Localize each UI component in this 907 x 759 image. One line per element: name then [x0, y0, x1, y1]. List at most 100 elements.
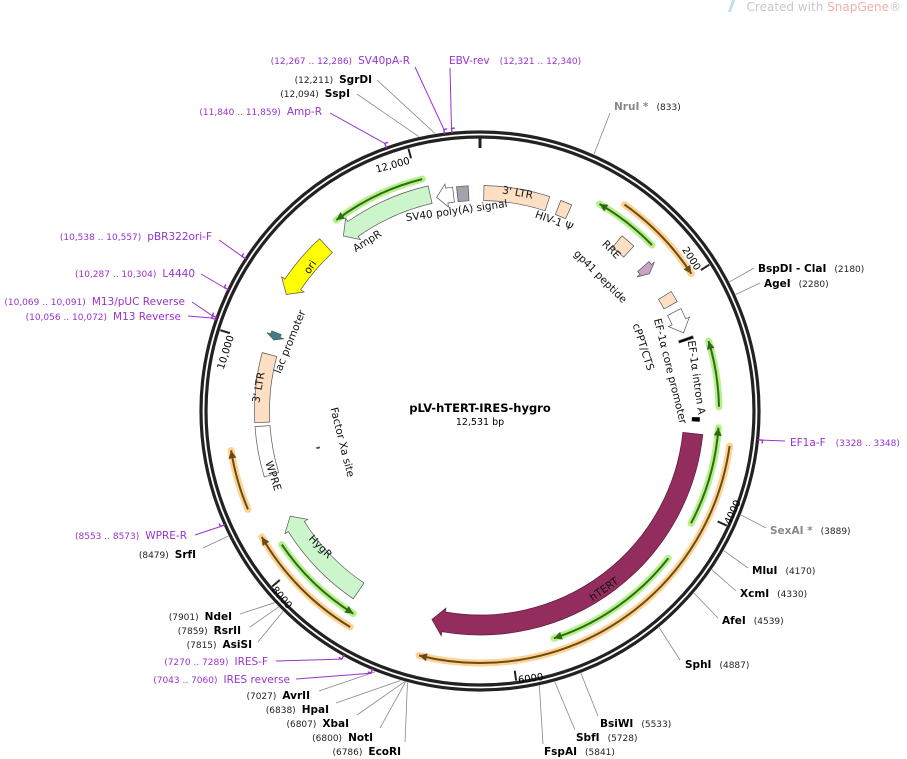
primer[interactable]: (8553 .. 8573)WPRE-R: [75, 523, 226, 542]
feature-factor-xa-site[interactable]: [316, 446, 321, 450]
restriction-site[interactable]: (7901)NdeI: [169, 602, 275, 623]
primer-label[interactable]: (10,538 .. 10,557)pBR322ori-F: [60, 231, 212, 243]
restriction-site[interactable]: SbfI(5728): [554, 681, 638, 744]
feature-hygr[interactable]: [284, 515, 365, 600]
site-label[interactable]: SexAI *(3889): [770, 525, 851, 537]
restriction-site[interactable]: (6838)HpaI: [266, 680, 401, 716]
site-label[interactable]: (7901)NdeI: [169, 611, 232, 623]
site-label[interactable]: SbfI(5728): [576, 732, 638, 744]
site-name: NruI *: [614, 101, 649, 113]
primer-label[interactable]: (11,840 .. 11,859)Amp-R: [199, 106, 322, 118]
site-label[interactable]: (7859)RsrII: [178, 625, 241, 637]
primer[interactable]: EF1a-F(3328 .. 3348): [757, 437, 900, 449]
primer-label[interactable]: EF1a-F(3328 .. 3348): [790, 437, 900, 449]
feature-rre[interactable]: [612, 235, 635, 258]
restriction-site[interactable]: (12,094)SspI: [280, 88, 420, 138]
orf-green[interactable]: [596, 200, 656, 249]
site-label[interactable]: AgeI(2280): [764, 278, 829, 290]
primer[interactable]: (7043 .. 7060)IRES reverse: [153, 668, 374, 686]
site-position: (7859): [178, 627, 208, 637]
orf-green[interactable]: [687, 424, 722, 527]
primer-label[interactable]: EBV-rev(12,321 .. 12,340): [449, 55, 581, 67]
primer[interactable]: (10,287 .. 10,304)L4440: [75, 268, 230, 291]
feature-sv40-poly-a-signal[interactable]: [436, 183, 455, 208]
primer[interactable]: (7270 .. 7289)IRES-F: [164, 654, 345, 668]
restriction-site[interactable]: MluI(4170): [723, 550, 816, 577]
feature-hiv-1[interactable]: [554, 200, 573, 220]
feature-ori[interactable]: [281, 238, 333, 295]
site-label[interactable]: (6786)EcoRI: [332, 746, 401, 758]
site-label[interactable]: SphI(4887): [685, 659, 749, 671]
site-label[interactable]: (6838)HpaI: [266, 704, 329, 716]
site-label[interactable]: (7815)AsiSI: [187, 639, 252, 651]
restriction-site[interactable]: AfeI(4539): [693, 592, 784, 627]
restriction-site[interactable]: (6800)NotI: [312, 681, 406, 744]
orf-green[interactable]: [705, 337, 723, 411]
primer[interactable]: (12,267 .. 12,286)SV40pA-R: [271, 55, 448, 135]
primer-label[interactable]: (10,056 .. 10,072)M13 Reverse: [26, 311, 181, 323]
feature-htert[interactable]: [431, 432, 704, 637]
restriction-site[interactable]: FspAI(5841): [538, 685, 615, 758]
primer-leader-line: [414, 66, 445, 130]
site-label[interactable]: (12,094)SspI: [280, 88, 350, 100]
restriction-site[interactable]: (7027)AvrII: [246, 671, 376, 702]
site-label[interactable]: MluI(4170): [752, 565, 815, 577]
primer-label[interactable]: (7043 .. 7060)IRES reverse: [153, 674, 290, 686]
primer-range: (10,056 .. 10,072): [26, 313, 107, 323]
feature-ampr[interactable]: [343, 185, 433, 241]
restriction-site[interactable]: SexAI *(3889): [740, 514, 851, 537]
primer[interactable]: EBV-rev(12,321 .. 12,340): [449, 55, 581, 134]
site-label[interactable]: (6800)NotI: [312, 732, 373, 744]
primer[interactable]: (10,538 .. 10,557)pBR322ori-F: [60, 231, 247, 260]
site-label[interactable]: NruI *(833): [614, 101, 681, 113]
feature-gp41-peptide[interactable]: [636, 261, 655, 278]
primer-label[interactable]: (10,069 .. 10,091)M13/pUC Reverse: [4, 296, 185, 308]
orf-line: [553, 557, 670, 640]
primer-label[interactable]: (8553 .. 8573)WPRE-R: [75, 530, 187, 542]
feature-ef-1-intron-a[interactable]: [678, 335, 694, 344]
primer-leader-line: [449, 67, 452, 129]
restriction-site[interactable]: NruI *(833): [593, 101, 681, 155]
feature-cppt-cts[interactable]: [658, 291, 678, 310]
site-label[interactable]: FspAI(5841): [544, 746, 615, 758]
site-label[interactable]: (8479)SrfI: [139, 549, 196, 561]
orf-orange[interactable]: [258, 533, 354, 631]
primer[interactable]: (10,069 .. 10,091)M13/pUC Reverse: [4, 296, 218, 319]
restriction-site[interactable]: BspDI - ClaI(2180): [729, 263, 865, 283]
feature-3-ltr[interactable]: [254, 352, 278, 424]
primer-label[interactable]: (10,287 .. 10,304)L4440: [75, 268, 195, 280]
restriction-site[interactable]: AgeI(2280): [735, 278, 829, 295]
orf-green[interactable]: [550, 554, 672, 642]
restriction-site[interactable]: (7815)AsiSI: [187, 611, 284, 651]
feature-3-ltr[interactable]: [483, 185, 551, 212]
orf-orange[interactable]: [621, 201, 695, 278]
orf-green[interactable]: [278, 541, 357, 618]
feature-lac-promoter[interactable]: [266, 330, 285, 341]
orf-orange[interactable]: [227, 446, 252, 513]
primer-label[interactable]: (7270 .. 7289)IRES-F: [164, 656, 268, 668]
restriction-site[interactable]: (7859)RsrII: [178, 606, 279, 637]
primer-label[interactable]: (12,267 .. 12,286)SV40pA-R: [271, 55, 410, 67]
restriction-site[interactable]: (12,211)SgrDI: [295, 74, 436, 134]
primer[interactable]: (10,056 .. 10,072)M13 Reverse: [26, 311, 217, 323]
site-label[interactable]: BspDI - ClaI(2180): [758, 263, 864, 275]
feature-unlabeled-feature[interactable]: [456, 185, 470, 202]
restriction-site[interactable]: (6786)EcoRI: [332, 682, 408, 758]
restriction-site-layer: NruI *(833) BspDI - ClaI(2180) AgeI(2280) S…: [139, 74, 864, 758]
restriction-site[interactable]: (8479)SrfI: [139, 535, 229, 561]
primer[interactable]: (11,840 .. 11,859)Amp-R: [199, 106, 389, 149]
site-label[interactable]: BsiWI(5533): [600, 718, 671, 730]
restriction-site[interactable]: (6807)XbaI: [286, 681, 405, 730]
orf-green[interactable]: [332, 175, 426, 224]
restriction-site[interactable]: XcmI(4330): [711, 569, 807, 600]
site-label[interactable]: (7027)AvrII: [246, 690, 310, 702]
site-label[interactable]: (6807)XbaI: [286, 718, 349, 730]
feature-ef-1-core-promoter[interactable]: [667, 308, 691, 334]
site-label[interactable]: AfeI(4539): [722, 615, 784, 627]
restriction-site[interactable]: BsiWI(5533): [580, 673, 671, 730]
restriction-site[interactable]: SphI(4887): [658, 627, 749, 671]
site-label[interactable]: XcmI(4330): [740, 588, 807, 600]
orf-orange[interactable]: [415, 442, 734, 667]
feature-wpre[interactable]: [254, 425, 280, 478]
site-label[interactable]: (12,211)SgrDI: [295, 74, 372, 86]
